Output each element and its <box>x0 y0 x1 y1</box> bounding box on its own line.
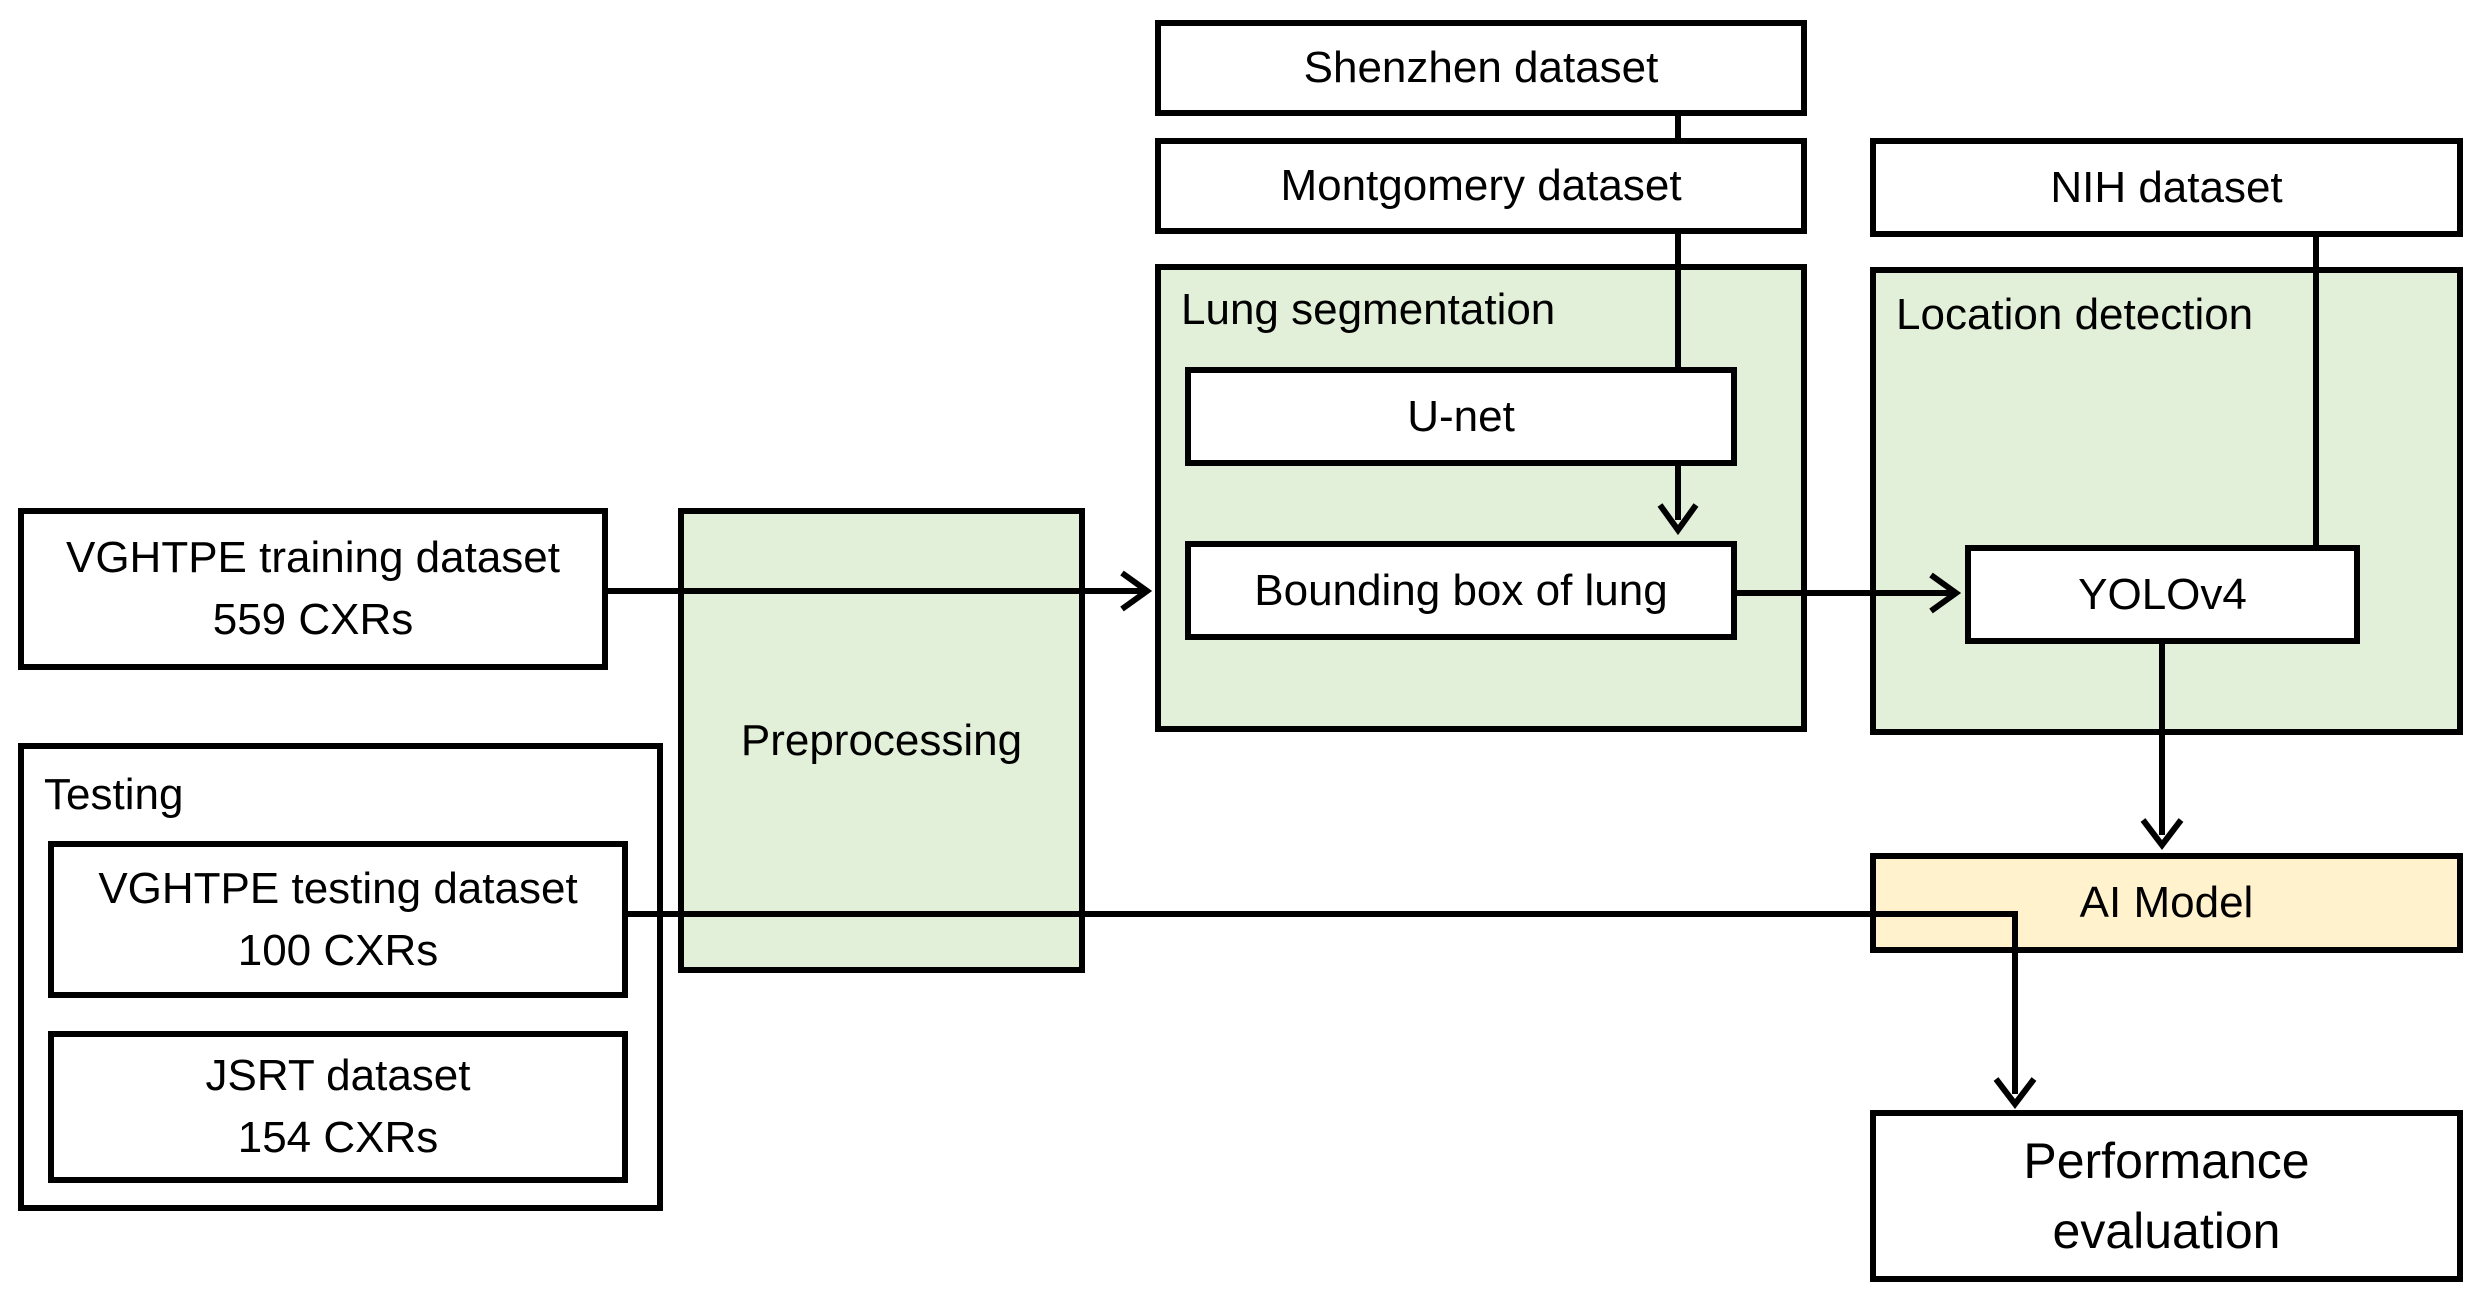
connector-testing-performance <box>625 911 2018 1094</box>
lung-segmentation-title: Lung segmentation <box>1181 285 1556 334</box>
location-detection-group: Location detection <box>1870 267 2463 735</box>
preprocessing-box: Preprocessing <box>678 508 1085 973</box>
testing-title: Testing <box>44 770 184 819</box>
yolov4-box: YOLOv4 <box>1965 545 2360 644</box>
ai-model-label: AI Model <box>2079 878 2254 927</box>
arrowhead-lung-segmentation <box>1120 570 1153 612</box>
vghtpe-testing-dataset-box: VGHTPE testing dataset 100 CXRs <box>48 841 628 998</box>
arrowhead-bbox <box>1657 503 1699 536</box>
nih-dataset-label: NIH dataset <box>2050 162 2283 212</box>
arrowhead-performance <box>1993 1077 2037 1109</box>
location-detection-title: Location detection <box>1896 290 2254 339</box>
ai-model-box: AI Model <box>1870 853 2463 953</box>
bounding-box-of-lung-label: Bounding box of lung <box>1254 565 1668 615</box>
performance-evaluation-box: Performance evaluation <box>1870 1110 2463 1282</box>
unet-box: U-net <box>1185 367 1737 466</box>
vghtpe-training-line1: VGHTPE training dataset <box>65 533 560 582</box>
jsrt-line2: 154 CXRs <box>237 1113 439 1162</box>
vghtpe-testing-line2: 100 CXRs <box>237 925 439 975</box>
shenzhen-dataset-label: Shenzhen dataset <box>1303 43 1659 92</box>
yolov4-label: YOLOv4 <box>2078 569 2247 619</box>
shenzhen-dataset-box: Shenzhen dataset <box>1155 20 1807 116</box>
montgomery-dataset-box: Montgomery dataset <box>1155 138 1807 234</box>
performance-line1: Performance <box>2023 1133 2310 1189</box>
vghtpe-testing-line1: VGHTPE testing dataset <box>98 863 578 913</box>
arrowhead-ai-model <box>2140 818 2184 850</box>
bounding-box-of-lung-box: Bounding box of lung <box>1185 541 1737 640</box>
jsrt-line1: JSRT dataset <box>205 1051 471 1100</box>
montgomery-dataset-label: Montgomery dataset <box>1280 161 1682 210</box>
lung-segmentation-group: Lung segmentation <box>1155 264 1807 732</box>
preprocessing-label: Preprocessing <box>740 715 1023 765</box>
performance-line2: evaluation <box>2052 1203 2281 1259</box>
jsrt-dataset-box: JSRT dataset 154 CXRs <box>48 1031 628 1183</box>
arrowhead-yolov4 <box>1929 572 1962 614</box>
vghtpe-training-dataset-box: VGHTPE training dataset 559 CXRs <box>18 508 608 670</box>
vghtpe-training-line2: 559 CXRs <box>212 595 414 644</box>
unet-label: U-net <box>1407 391 1515 441</box>
nih-dataset-box: NIH dataset <box>1870 138 2463 237</box>
